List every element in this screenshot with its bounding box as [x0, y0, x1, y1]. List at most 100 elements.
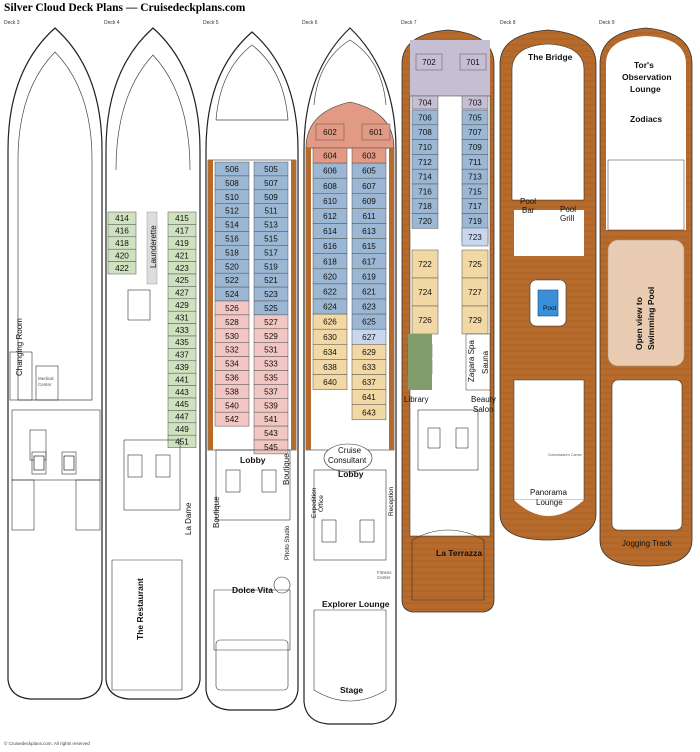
cabin-433: 433 — [167, 323, 197, 337]
cabin-number: 520 — [225, 262, 239, 271]
venue-lobby-6: Lobby — [338, 469, 364, 479]
cabin-number: 627 — [362, 333, 376, 342]
venue-photo-studio: Photo Studio — [285, 525, 291, 560]
cabin-616: 616 — [312, 238, 348, 254]
cabin-420: 420 — [107, 248, 137, 262]
elevator-icon — [33, 455, 45, 471]
cabin-445: 445 — [167, 397, 197, 411]
cabin-number: 539 — [264, 401, 278, 410]
cabin-number: 542 — [225, 415, 239, 424]
venue-fitness-center-2: Center — [377, 575, 391, 580]
hull-deck-4 — [105, 27, 201, 700]
cabin-number: 507 — [264, 179, 278, 188]
venue-panorama-lounge-1: Panorama — [530, 488, 567, 497]
cabin-number: 527 — [264, 318, 278, 327]
cabin-540: 540 — [214, 398, 250, 413]
cabin-number: 510 — [225, 193, 239, 202]
deck-label-9: Deck 9 — [599, 20, 615, 26]
cabin-604: 604 — [312, 147, 348, 164]
venue-lobby-5: Lobby — [240, 455, 266, 465]
cabin-number: 541 — [264, 415, 278, 424]
cabin-419: 419 — [167, 236, 197, 250]
cabin-number: 729 — [468, 316, 482, 325]
cabin-number: 414 — [115, 214, 129, 223]
cabin-number: 638 — [323, 363, 337, 372]
cabin-441: 441 — [167, 372, 197, 386]
cabin-711: 711 — [461, 154, 489, 170]
cabin-number: 511 — [264, 207, 277, 216]
cabin-number: 618 — [323, 257, 337, 266]
cabin-number: 701 — [466, 58, 480, 67]
deck-label-6: Deck 6 — [302, 20, 318, 26]
deck-label-7: Deck 7 — [401, 20, 417, 26]
cabin-527: 527 — [253, 314, 289, 330]
venue-explorer-lounge: Explorer Lounge — [322, 599, 390, 609]
cabin-718: 718 — [411, 198, 439, 214]
venue-stage: Stage — [340, 685, 363, 695]
cabin-number: 727 — [468, 288, 482, 297]
venue-sauna: Sauna — [481, 350, 490, 374]
cabin-number: 606 — [323, 167, 337, 176]
cabin-543: 543 — [253, 425, 289, 441]
cabin-703: 703 — [461, 95, 489, 110]
cabin-number: 530 — [225, 332, 239, 341]
cabin-530: 530 — [214, 328, 250, 343]
venue-zodiacs: Zodiacs — [630, 114, 662, 124]
venue-changing-room: Changing Room — [15, 318, 24, 376]
venue-tors-2: Observation — [622, 72, 672, 82]
venue-pool-grill-2: Grill — [560, 214, 574, 223]
cabin-541: 541 — [253, 411, 289, 427]
cabin-number: 643 — [362, 408, 376, 417]
cabin-512: 512 — [214, 203, 250, 218]
cabin-number: 613 — [362, 227, 376, 236]
cabin-number: 523 — [264, 290, 278, 299]
elevator-icon — [63, 455, 75, 471]
cabin-538: 538 — [214, 384, 250, 399]
cabin-number: 532 — [225, 346, 239, 355]
cabin-number: 620 — [323, 272, 337, 281]
cabin-707: 707 — [461, 124, 489, 140]
cabin-720: 720 — [411, 213, 439, 229]
cabin-number: 625 — [362, 318, 376, 327]
hull-deck-6 — [303, 27, 397, 725]
cabin-number: 605 — [362, 167, 376, 176]
cabin-number: 415 — [175, 214, 189, 223]
venue-the-bridge: The Bridge — [528, 52, 573, 62]
cabin-number: 536 — [225, 373, 239, 382]
cabin-number: 630 — [323, 333, 337, 342]
cabin-524: 524 — [214, 286, 250, 302]
cabin-630: 630 — [312, 328, 348, 345]
cabin-641: 641 — [351, 389, 387, 405]
cabin-727: 727 — [461, 277, 489, 307]
cabin-518: 518 — [214, 245, 250, 260]
cabin-number: 601 — [369, 128, 383, 137]
cabin-number: 608 — [323, 182, 337, 191]
cabin-number: 621 — [362, 287, 376, 296]
cabin-726: 726 — [411, 305, 439, 335]
cabin-number: 623 — [362, 303, 376, 312]
cabin-629: 629 — [351, 344, 387, 360]
cabin-number: 641 — [362, 393, 376, 402]
cabin-505: 505 — [253, 161, 289, 177]
cabin-609: 609 — [351, 193, 387, 209]
cabin-603: 603 — [351, 147, 387, 164]
cabin-number: 524 — [225, 290, 239, 299]
cabin-521: 521 — [253, 272, 289, 288]
venue-la-dame: La Dame — [184, 502, 193, 535]
cabin-510: 510 — [214, 189, 250, 204]
cabin-number: 719 — [468, 217, 482, 226]
cabin-number: 702 — [422, 58, 436, 67]
cabin-545: 545 — [253, 439, 289, 455]
cabin-514: 514 — [214, 217, 250, 232]
cabin-536: 536 — [214, 370, 250, 385]
cabin-number: 706 — [418, 113, 432, 122]
cabin-number: 637 — [362, 378, 376, 387]
cabin-723: 723 — [461, 227, 489, 247]
cabin-539: 539 — [253, 398, 289, 413]
cabin-611: 611 — [351, 208, 387, 224]
cabin-542: 542 — [214, 411, 250, 427]
cabin-618: 618 — [312, 253, 348, 270]
cabin-number: 724 — [418, 288, 432, 297]
venue-pool-bar-1: Pool — [520, 197, 536, 206]
deck-9: Tor's Observation Lounge Zodiacs Open vi… — [599, 27, 693, 567]
